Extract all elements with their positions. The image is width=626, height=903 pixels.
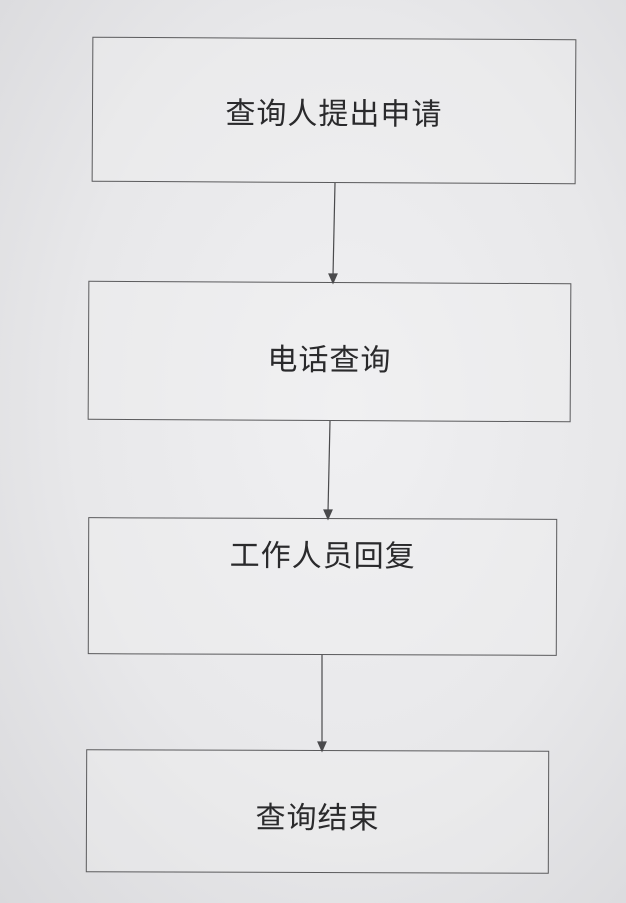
arrowhead-1: [328, 273, 338, 285]
arrowhead-2: [323, 509, 333, 521]
arrow-2: [327, 420, 331, 513]
arrowhead-3: [317, 741, 327, 753]
arrow-1: [332, 182, 336, 277]
